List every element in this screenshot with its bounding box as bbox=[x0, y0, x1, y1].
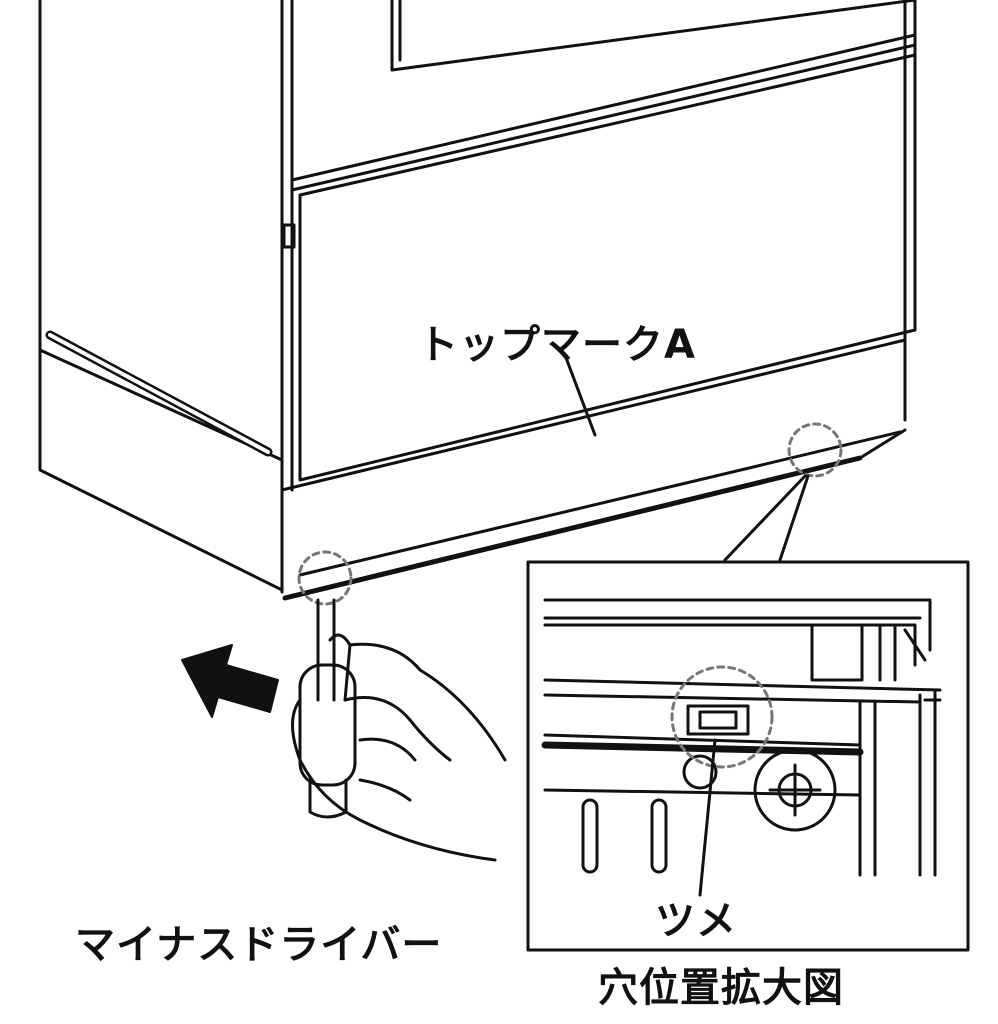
arrow-left-icon bbox=[181, 644, 279, 718]
detail-inset bbox=[526, 560, 970, 952]
hand-icon bbox=[291, 633, 507, 862]
hole-marker-right bbox=[787, 422, 843, 478]
top-mark-leader bbox=[563, 353, 597, 437]
appliance-body bbox=[38, 0, 917, 497]
callout-leader bbox=[723, 474, 810, 562]
detail-caption: 穴位置拡大図 bbox=[598, 965, 844, 1011]
screwdriver-icon bbox=[298, 598, 357, 819]
screwdriver-label: マイナスドライバー bbox=[75, 922, 443, 968]
hole-marker-left bbox=[297, 550, 353, 606]
claw-marker bbox=[670, 665, 774, 769]
base-plinth bbox=[38, 338, 907, 601]
top-mark-label: トップマークA bbox=[418, 322, 696, 368]
claw-label: ツメ bbox=[655, 898, 737, 944]
